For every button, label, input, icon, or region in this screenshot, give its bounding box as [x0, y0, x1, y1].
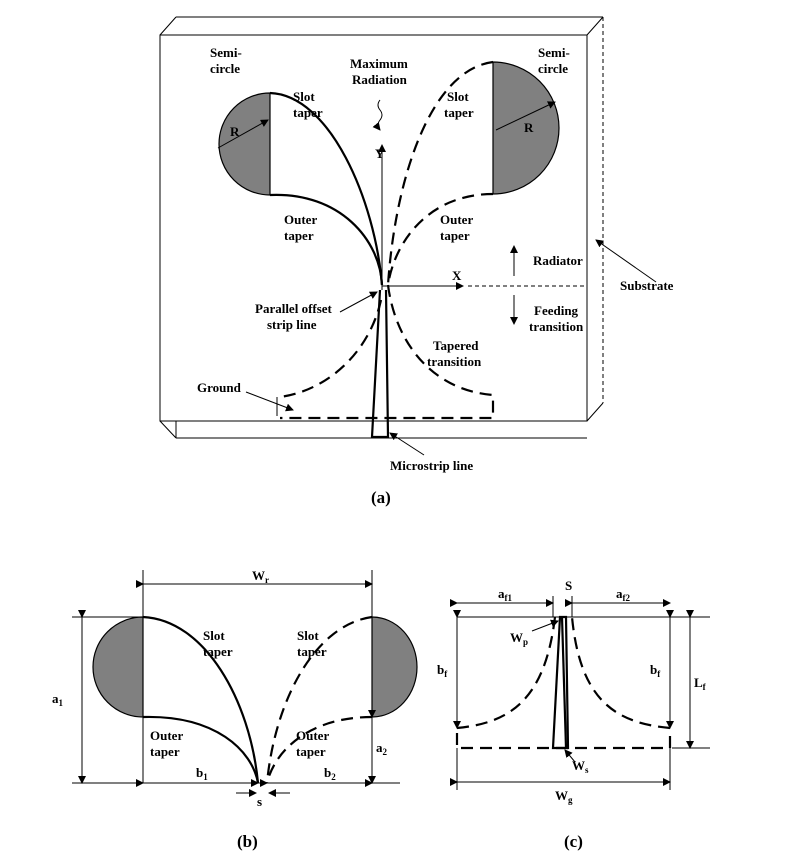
b-label-slot-left-1: Slot — [203, 628, 225, 643]
b-slot-taper-right — [265, 615, 373, 784]
c-label-lf: Lf — [694, 675, 707, 692]
b-label-a1: a1 — [52, 691, 64, 708]
label-slot-right-2: taper — [444, 105, 474, 120]
b-label-b1: b1 — [196, 765, 208, 782]
c-ground-line — [455, 733, 672, 750]
b-label-outer-right-2: taper — [296, 744, 326, 759]
c-label-af2: af2 — [616, 586, 630, 603]
label-feeding-1: Feeding — [534, 303, 579, 318]
c-label-wg: Wg — [555, 788, 573, 805]
c-label-S: S — [565, 578, 572, 593]
panel-c: af1 S af2 Wp bf bf Lf Ws Wg (c) — [437, 578, 710, 851]
label-semi-left-2: circle — [210, 61, 240, 76]
label-max-radiation-2: Radiation — [352, 72, 408, 87]
panel-b: Wr Slot taper Slot taper a1 Outer taper … — [52, 568, 418, 851]
label-x-axis: X — [452, 268, 462, 283]
b-label-slot-left-2: taper — [203, 644, 233, 659]
label-ground: Ground — [197, 380, 242, 395]
label-substrate: Substrate — [620, 278, 674, 293]
label-outer-left-2: taper — [284, 228, 314, 243]
label-feeding-2: transition — [529, 319, 584, 334]
semicircle-right — [492, 61, 560, 195]
c-label-af1: af1 — [498, 586, 512, 603]
c-taper-right — [570, 616, 671, 730]
label-radiator: Radiator — [533, 253, 583, 268]
caption-c: (c) — [564, 832, 583, 851]
label-semi-right-2: circle — [538, 61, 568, 76]
slot-taper-right — [386, 60, 494, 286]
label-outer-right-2: taper — [440, 228, 470, 243]
label-outer-right-1: Outer — [440, 212, 473, 227]
radius-left-line — [217, 119, 269, 149]
label-parallel-1: Parallel offset — [255, 301, 333, 316]
c-label-bf-right: bf — [650, 662, 661, 679]
b-label-s: s — [257, 794, 262, 809]
b-label-wr: Wr — [252, 568, 269, 585]
label-tapered-1: Tapered — [433, 338, 479, 353]
label-semi-left-1: Semi- — [210, 45, 242, 60]
label-slot-left-2: taper — [293, 105, 323, 120]
label-slot-right-1: Slot — [447, 89, 469, 104]
label-tapered-2: transition — [427, 354, 482, 369]
caption-b: (b) — [237, 832, 258, 851]
label-semi-right-1: Semi- — [538, 45, 570, 60]
b-label-outer-left-1: Outer — [150, 728, 183, 743]
panel-a: Semi- circle Semi- circle R R Maximum Ra… — [159, 16, 674, 507]
label-radius-right: R — [524, 120, 534, 135]
b-label-a2: a2 — [376, 740, 388, 757]
radius-right-line — [495, 101, 556, 131]
c-label-wp: Wp — [510, 630, 528, 647]
label-parallel-2: strip line — [267, 317, 317, 332]
microstrip-line — [370, 289, 390, 439]
label-y-axis: Y — [375, 146, 385, 161]
semicircle-left — [218, 92, 271, 196]
b-label-slot-right-1: Slot — [297, 628, 319, 643]
c-label-ws: Ws — [572, 758, 589, 775]
label-microstrip: Microstrip line — [390, 458, 473, 473]
outer-taper-right — [386, 192, 494, 286]
b-label-slot-right-2: taper — [297, 644, 327, 659]
b-label-b2: b2 — [324, 765, 336, 782]
radiation-squiggle — [372, 99, 383, 131]
c-label-bf-left: bf — [437, 662, 448, 679]
b-outer-taper-right — [265, 715, 373, 784]
b-label-outer-left-2: taper — [150, 744, 180, 759]
b-outer-taper-left — [142, 715, 260, 784]
label-max-radiation-1: Maximum — [350, 56, 408, 71]
b-semicircle-right — [371, 616, 418, 718]
slot-taper-left — [269, 91, 384, 286]
b-semicircle-left — [92, 616, 144, 718]
caption-a: (a) — [371, 488, 391, 507]
b-label-outer-right-1: Outer — [296, 728, 329, 743]
label-outer-left-1: Outer — [284, 212, 317, 227]
label-radius-left: R — [230, 124, 240, 139]
outer-taper-left — [269, 193, 384, 286]
label-slot-left-1: Slot — [293, 89, 315, 104]
tapered-transition-right — [280, 284, 495, 420]
b-slot-taper-left — [142, 615, 260, 784]
c-taper-left — [456, 616, 557, 730]
